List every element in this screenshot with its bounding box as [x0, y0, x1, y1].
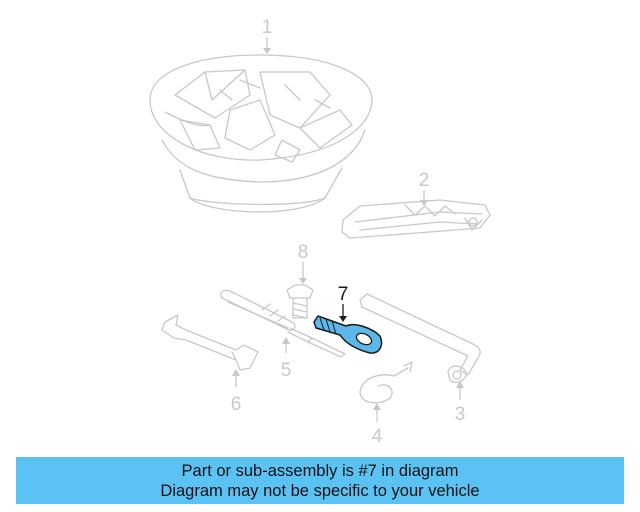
part-6-open-wrench: [161, 314, 259, 371]
part-7-towing-eye: [313, 315, 383, 354]
callout-2: 2: [419, 170, 430, 191]
callout-1: 1: [262, 17, 273, 38]
part-8-bolt: [286, 284, 314, 319]
part-4-hook: [359, 361, 413, 404]
callout-7: 7: [338, 284, 349, 305]
callout-6: 6: [231, 394, 242, 415]
callout-8: 8: [298, 242, 309, 263]
banner-line-disclaimer: Diagram may not be specific to your vehi…: [160, 482, 480, 500]
callout-5: 5: [281, 360, 292, 381]
callout-4: 4: [372, 426, 383, 447]
part-1-tool-tray: [149, 54, 373, 213]
callout-3: 3: [455, 404, 466, 425]
part-2-jack: [341, 199, 491, 239]
info-banner: Part or sub-assembly is #7 in diagram Di…: [16, 457, 624, 504]
banner-line-part-number: Part or sub-assembly is #7 in diagram: [181, 462, 459, 480]
part-5-screwdriver: [220, 289, 346, 358]
part-3-lug-wrench: [359, 293, 481, 384]
